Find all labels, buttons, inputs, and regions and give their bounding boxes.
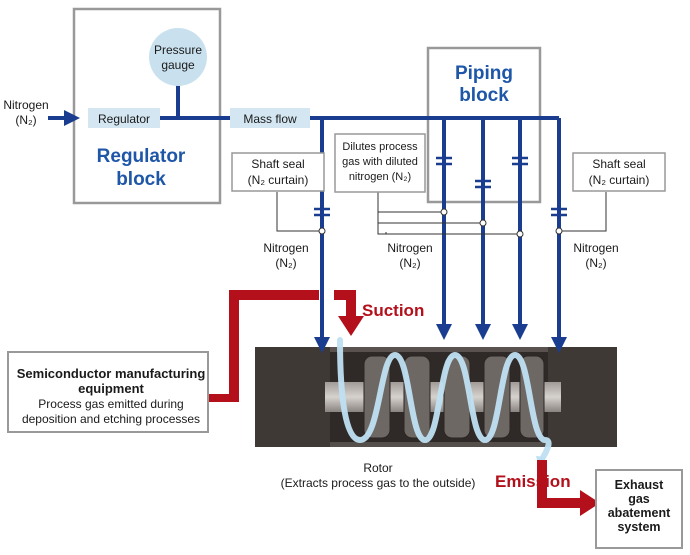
regulator-block-title-line2: block — [116, 169, 166, 190]
shaft-seal-left-box — [231, 152, 325, 192]
flow-segment-top-left — [229, 290, 319, 300]
nitrogen-left-line2: (N₂) — [275, 256, 296, 270]
semiconductor-desc-line1: Process gas emitted during — [38, 397, 183, 411]
dilution-note-line3: nitrogen (N₂) — [349, 171, 411, 183]
suction-arrowhead — [338, 316, 364, 336]
exhaust-abatement-box — [595, 469, 683, 549]
emission-label: Emission — [495, 472, 571, 491]
leader-dots — [318, 208, 563, 238]
nitrogen-inlet-label-line1: Nitrogen — [3, 98, 48, 112]
dilution-note-line1: Dilutes process — [342, 141, 418, 153]
gauge-label-line2: gauge — [161, 58, 195, 72]
dry-vacuum-pump — [255, 337, 617, 470]
gauge-label-line1: Pressure — [154, 43, 202, 57]
emission-run — [537, 498, 583, 508]
piping-block-title-line2: block — [459, 85, 509, 106]
exhaust-line3: abatement — [608, 506, 671, 520]
dilution-note-line2: gas with diluted — [342, 156, 418, 168]
nitrogen-left-line1: Nitrogen — [263, 241, 308, 255]
flow-segment-riser — [229, 290, 239, 402]
regulator-block-title-line1: Regulator — [97, 146, 186, 167]
rotor-label-line1: Rotor — [363, 461, 392, 475]
regulator-box — [88, 108, 160, 128]
nitrogen-middle-line2: (N₂) — [399, 256, 420, 270]
emission-drop — [537, 460, 547, 506]
pump-left-end — [255, 347, 330, 447]
mass-flow-label: Mass flow — [243, 112, 297, 126]
semiconductor-title-line2: equipment — [78, 381, 144, 396]
pressure-gauge-icon — [149, 28, 207, 86]
semiconductor-desc-line2: deposition and etching processes — [22, 412, 200, 426]
semiconductor-equipment-box — [7, 351, 209, 433]
exhaust-line1: Exhaust — [615, 478, 664, 492]
flow-segment-drop — [346, 290, 356, 318]
nitrogen-right-line1: Nitrogen — [573, 241, 618, 255]
nitrogen-middle-line1: Nitrogen — [387, 241, 432, 255]
dilution-note-box — [334, 133, 426, 193]
orifice-symbols — [314, 156, 567, 217]
exhaust-line4: system — [617, 520, 660, 534]
shaft-seal-left-line1: Shaft seal — [251, 157, 304, 171]
flow-segment-top-right — [334, 290, 356, 300]
shaft-seal-right-line1: Shaft seal — [592, 157, 645, 171]
process-gas-flow — [207, 290, 600, 516]
rotor-label-line2: (Extracts process gas to the outside) — [281, 476, 476, 490]
shaft-seal-left-line2: (N₂ curtain) — [248, 173, 309, 187]
exhaust-line2: gas — [628, 492, 650, 506]
shaft-seal-right-line2: (N₂ curtain) — [589, 173, 650, 187]
piping-block-title-line1: Piping — [455, 63, 513, 84]
leader-lines — [276, 192, 607, 235]
nitrogen-right-line2: (N₂) — [585, 256, 606, 270]
flow-segment-out — [207, 394, 233, 402]
emission-arrowhead — [580, 490, 600, 516]
mass-flow-box — [230, 108, 310, 128]
suction-label: Suction — [362, 301, 424, 320]
semiconductor-title-line1: Semiconductor manufacturing — [17, 366, 206, 381]
gas-flow-swirl — [337, 337, 552, 465]
regulator-label: Regulator — [98, 112, 150, 126]
shaft-seal-right-box — [572, 152, 666, 192]
nitrogen-inlet-label-line2: (N₂) — [15, 113, 36, 127]
